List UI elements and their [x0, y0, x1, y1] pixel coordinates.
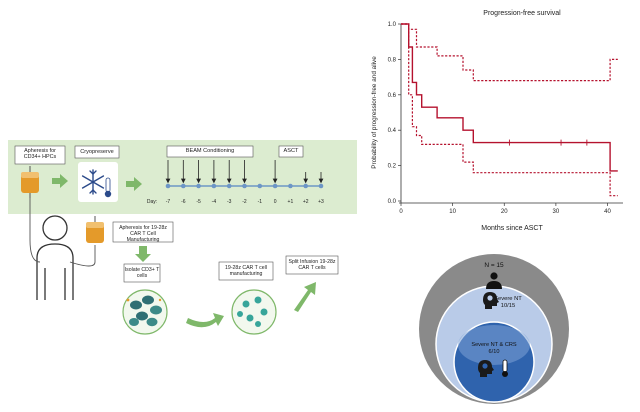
blood-bag-icon [86, 216, 104, 243]
arrow-icon [126, 177, 142, 191]
y-tick-label: 0.0 [388, 199, 397, 205]
day-label: -3 [227, 199, 232, 205]
day-label: -4 [212, 199, 217, 205]
timeline-dot [303, 183, 309, 189]
apheresis-hpc-box [14, 145, 66, 165]
outer-label: N = 15 [484, 262, 504, 269]
apheresis-hpc-label: Apheresis for CD34+ HPCs [23, 148, 57, 161]
day-label: +3 [318, 199, 324, 205]
head-brain-icon [483, 292, 499, 309]
day-label: +1 [288, 199, 294, 205]
x-axis-label: Months since ASCT [481, 225, 543, 232]
asct-label: ASCT [283, 148, 299, 154]
timeline-dot [211, 183, 217, 189]
beam-box [166, 145, 254, 158]
apheresis-car-box [112, 221, 174, 243]
blood-bag-icon [21, 166, 39, 198]
arrow-icon [135, 246, 151, 262]
confidence-band-2 [401, 23, 618, 197]
y-tick-label: 0.6 [388, 93, 397, 99]
manufacturing-box [218, 261, 274, 281]
middle-label-2: 10/15 [501, 303, 516, 309]
cryopreserve-label: Cryopreserve [80, 149, 114, 155]
timeline: Day: -7 -6 -5 -4 -3 -2 -1 0 +1 +2 +3 [147, 160, 324, 205]
y-axis-label: Probability of progression-free and aliv… [371, 56, 378, 169]
apheresis-car-label: Apheresis for 19-28z CAR T Cell Manufact… [119, 225, 167, 242]
x-tick-label: 20 [501, 209, 508, 215]
y-tick-label: 1.0 [388, 22, 397, 28]
km-chart: Progression-free survival 0.0 0.2 0.4 0.6 0.8… [371, 10, 623, 232]
arrow-icon [52, 174, 68, 188]
confidence-band-1 [401, 23, 618, 82]
timeline-dot [272, 183, 278, 189]
arrow-icon [294, 282, 316, 312]
chart-title: Progression-free survival [483, 10, 561, 17]
thermometer-icon [502, 359, 508, 377]
timeline-dot [196, 183, 201, 189]
concentric-diagram: N = 15 Severe NT 10/15 Severe NT & CRS 6… [419, 254, 569, 404]
timeline-dot [242, 183, 247, 189]
manufacturing-label: 19-28z CAR T cell manufacturing [225, 265, 267, 278]
timeline-dot [257, 183, 263, 189]
isolate-box [123, 263, 161, 283]
split-infusion-box [285, 255, 339, 275]
cryopreserve-box [74, 145, 120, 159]
day-prefix: Day: [147, 199, 157, 205]
day-label: -2 [242, 199, 247, 205]
x-tick-label: 30 [553, 209, 560, 215]
asct-box [278, 145, 304, 158]
x-tick-label: 0 [399, 209, 403, 215]
timeline-dot [288, 183, 293, 189]
x-tick-label: 10 [449, 209, 456, 215]
isolate-label: Isolate CD3+ T cells [124, 267, 160, 280]
day-label: 0 [274, 199, 277, 205]
inner-label-2: 6/10 [489, 349, 500, 355]
head-brain-icon [478, 360, 494, 377]
y-tick-label: 0.8 [388, 57, 397, 63]
cells-dish-icon [231, 289, 277, 335]
day-label: -1 [258, 199, 263, 205]
day-label: -5 [196, 199, 201, 205]
timeline-dot [318, 183, 324, 189]
snowflake-thermometer-icon [78, 162, 118, 202]
timeline-dot [165, 183, 171, 189]
person-icon [29, 198, 96, 300]
cells-dish-icon [122, 289, 168, 335]
x-tick-label: 40 [604, 209, 611, 215]
split-infusion-label: Split Infusion 19-28z CAR T cells [288, 259, 336, 272]
beam-label: BEAM Conditioning [185, 148, 235, 154]
y-tick-label: 0.4 [388, 128, 397, 134]
timeline-dot [226, 183, 232, 189]
day-label: -7 [166, 199, 171, 205]
person-icon [486, 272, 502, 289]
survival-curve [401, 23, 618, 172]
day-label: -6 [181, 199, 186, 205]
day-label: +2 [303, 199, 309, 205]
middle-label-1: Severe NT [494, 296, 522, 302]
arrow-icon [186, 313, 224, 328]
y-tick-label: 0.2 [388, 164, 397, 170]
timeline-dot [181, 183, 186, 189]
inner-label-1: Severe NT & CRS [471, 342, 517, 348]
